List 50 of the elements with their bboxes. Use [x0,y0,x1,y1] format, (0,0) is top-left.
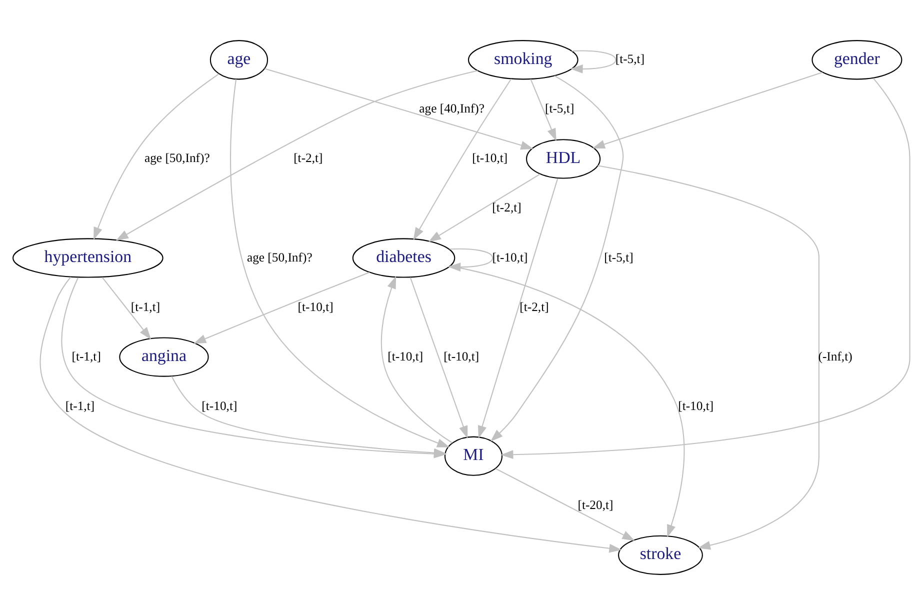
edge-label: [t-1,t] [130,299,160,314]
edge-label: [t-1,t] [71,348,100,363]
arrow [192,271,370,344]
edge-label: [t-5,t] [614,52,644,66]
edge-label: age [40,Inf)? [418,101,484,116]
arrow [380,275,452,443]
arrow [530,78,556,141]
arrow [409,276,468,438]
arrow [115,70,478,240]
arrow [230,78,450,447]
edge-label: age [50,Inf)? [246,250,312,264]
edge-label: age [50,Inf)? [144,150,210,165]
edge-label: [t-10,t] [678,398,714,412]
node-ellipse: MI [444,436,502,476]
arrow [592,71,822,148]
edge-label: [t-10,t] [472,150,508,165]
edge-label: [t-2,t] [492,200,521,214]
arrow [597,164,819,550]
arrow [500,77,910,459]
node-ellipse: hypertension [12,238,163,278]
edge-label: [t-10,t] [297,299,333,314]
arrow [101,276,151,340]
edge-label: [t-10,t] [443,348,479,363]
node-ellipse: gender [811,40,902,80]
edge-label: [t-1,t] [64,398,94,412]
arrow [494,468,634,540]
arrow [570,50,616,73]
arrow [477,178,558,438]
arrow [450,264,684,537]
arrow [428,173,540,242]
arrow [39,276,622,552]
edge-label: [t-10,t] [492,250,528,264]
arrow [490,74,624,442]
edge-label: [t-2,t] [293,150,322,165]
edge-label: (-Inf,t) [818,348,852,363]
node-ellipse: diabetes [352,238,455,278]
edge-label: [t-5,t] [604,250,633,264]
node-ellipse: angina [118,336,208,376]
arrow [412,78,512,240]
edge-label: [t-10,t] [387,348,423,363]
edge-label: [t-5,t] [544,101,574,116]
node-ellipse: stroke [618,534,702,574]
node-ellipse: HDL [526,138,600,178]
node-ellipse: age [209,40,268,80]
edge-label: [t-10,t] [201,398,237,412]
node-ellipse: smoking [467,40,578,80]
edge-label: [t-20,t] [577,497,613,512]
arrow [93,73,219,240]
edge-label: [t-2,t] [519,299,548,314]
arrow [264,68,533,150]
